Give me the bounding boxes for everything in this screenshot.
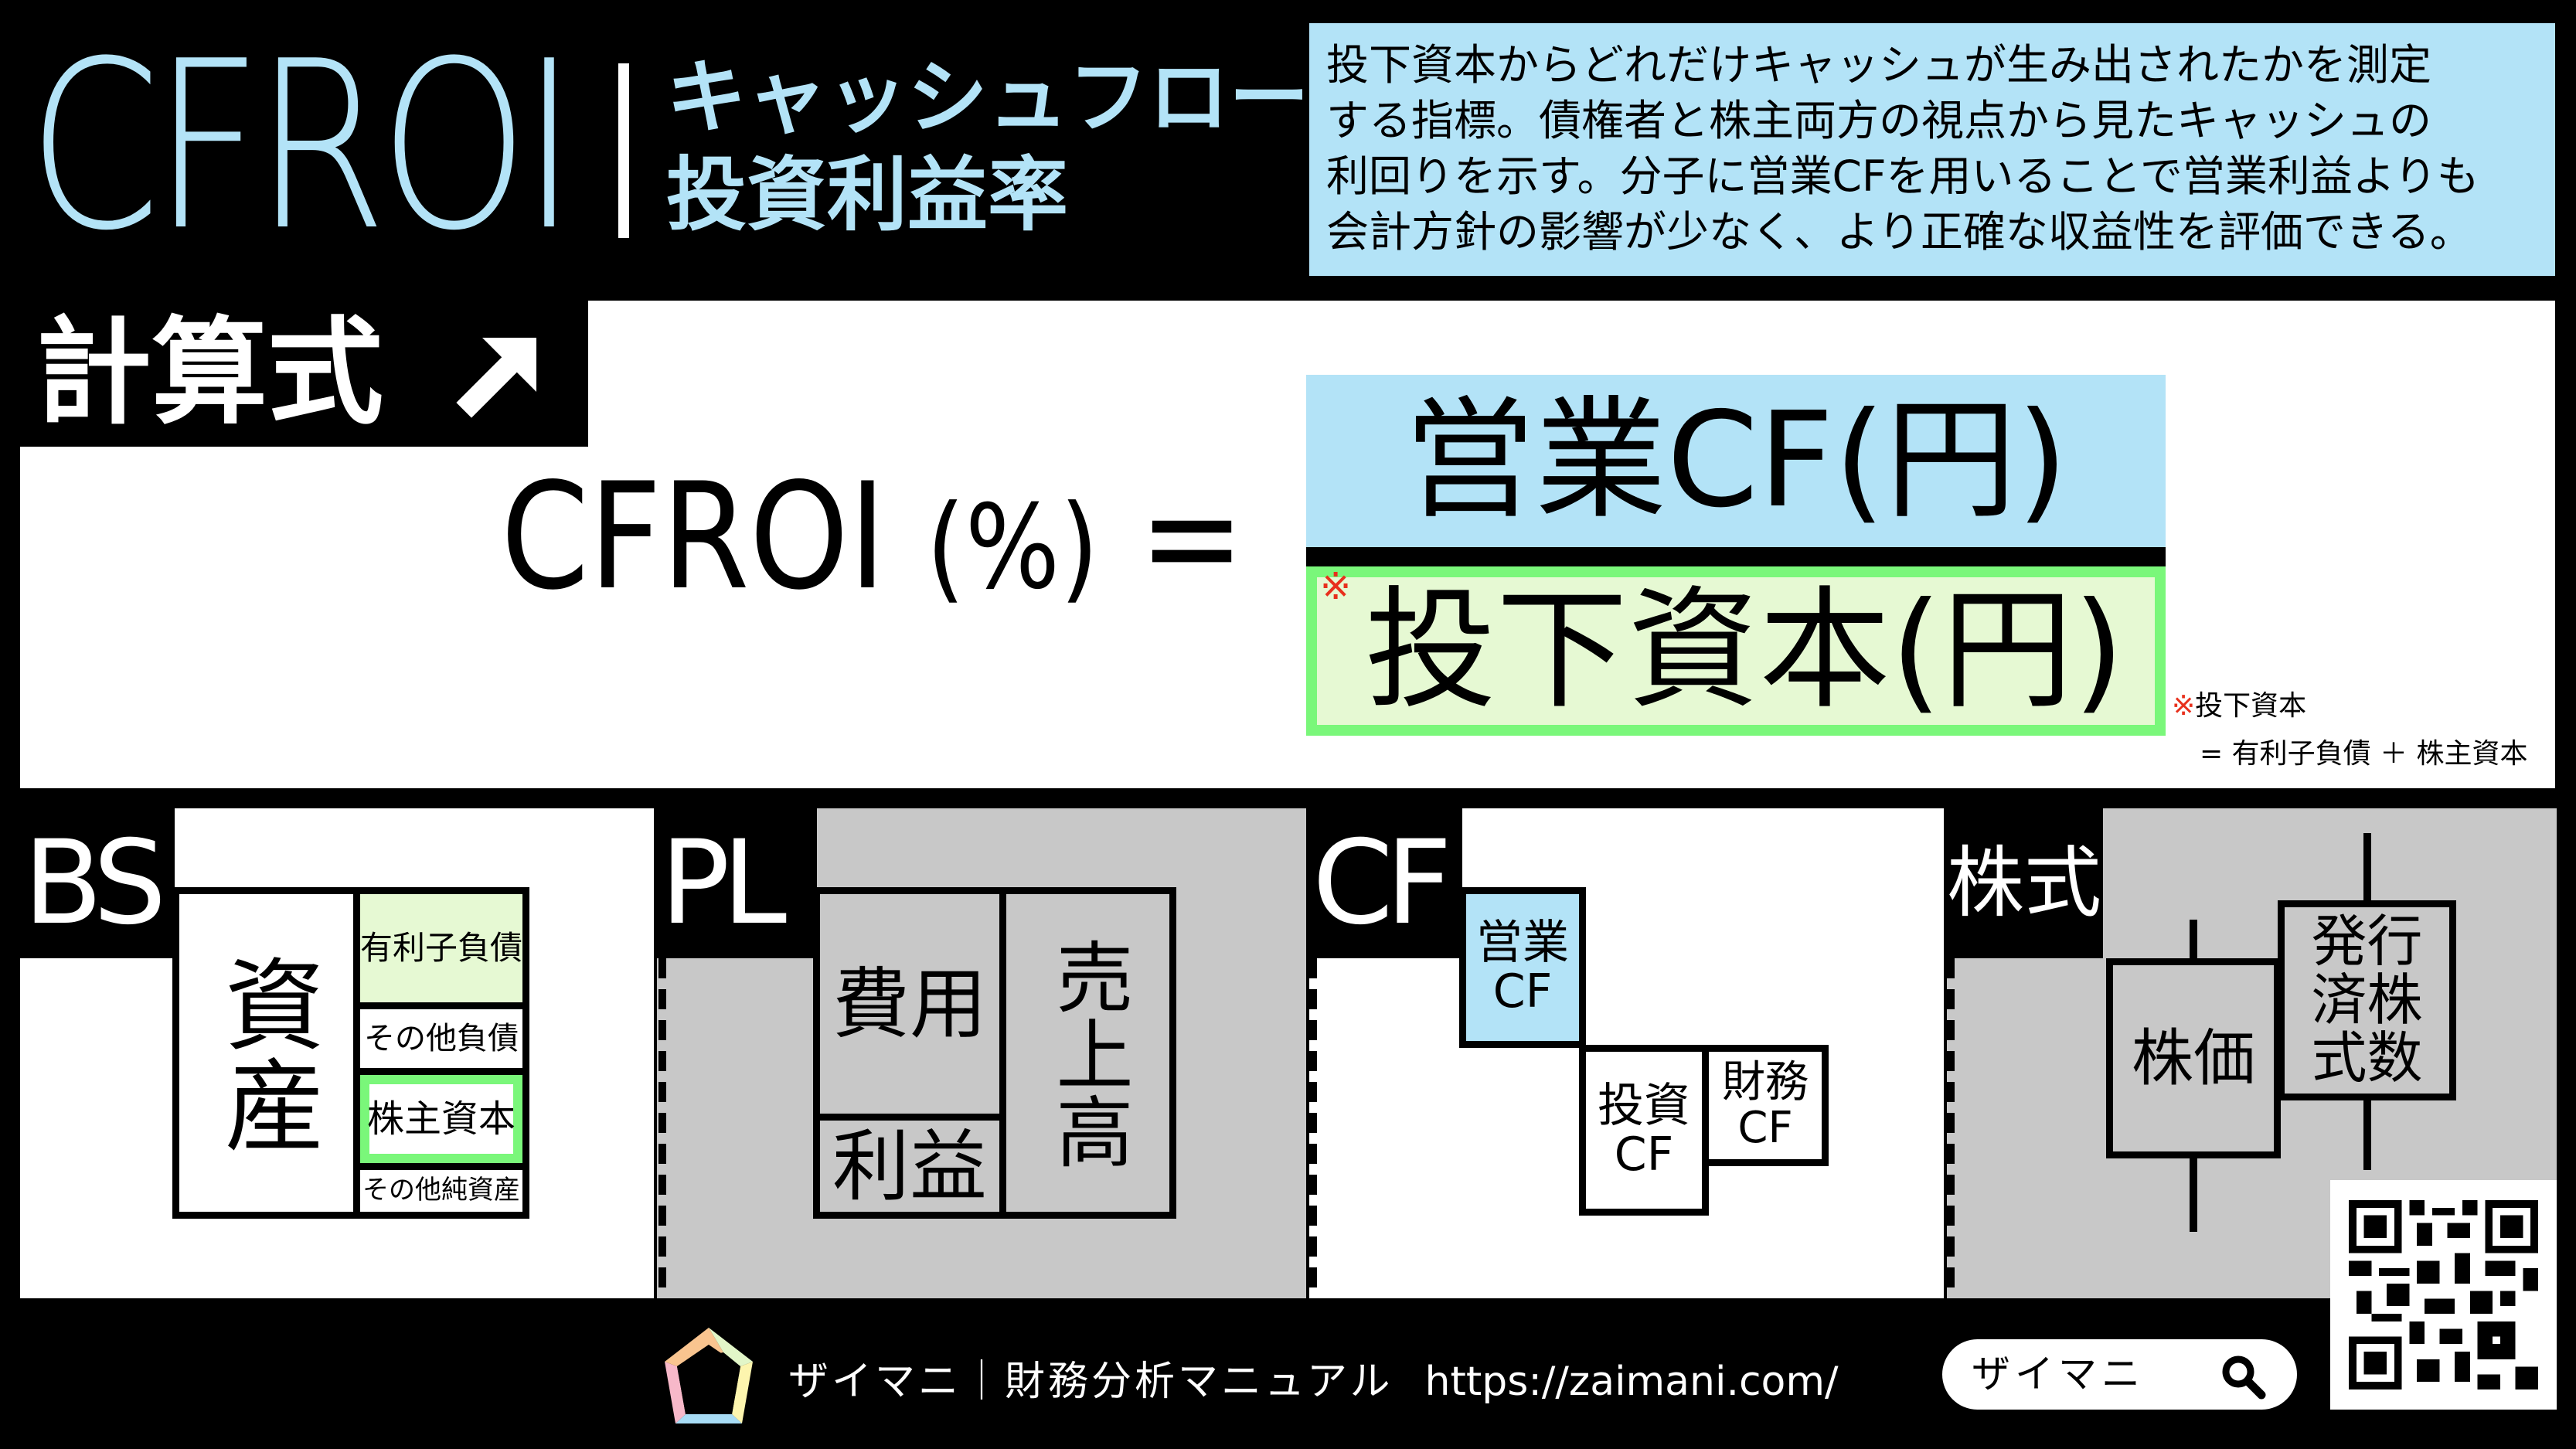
qr-code	[2330, 1180, 2557, 1410]
formula-section-label: 計算式	[20, 301, 588, 447]
search-text: ザイマニ	[1972, 1352, 2145, 1396]
description-line: する指標。債権者と株主両方の視点から見たキャッシュの	[1326, 96, 2432, 145]
pl-profit: 利益	[813, 1114, 1006, 1219]
pl-label: PL	[657, 808, 817, 958]
panel-divider	[1309, 958, 1317, 1298]
cf-financing: 財務CF	[1702, 1045, 1829, 1166]
note-mark: ※	[1320, 565, 1352, 608]
note-title-text: 投下資本	[2195, 690, 2307, 722]
cf-investing: 投資CF	[1579, 1045, 1709, 1216]
note-title: ※投下資本	[2172, 683, 2306, 723]
stock-price: 株価	[2106, 958, 2281, 1158]
cf-operating: 営業CF	[1459, 887, 1586, 1048]
footer-site-name: ザイマニ｜財務分析マニュアル	[788, 1359, 1393, 1405]
description-line: 会計方針の影響が少なく、より正確な収益性を評価できる。	[1326, 207, 2472, 257]
description-line: 投下資本からどれだけキャッシュが生み出されたかを測定	[1326, 40, 2432, 90]
denominator-text: 投下資本(円)	[1365, 574, 2125, 727]
formula-lhs: CFROI (%) =	[501, 464, 1244, 611]
formula-equals: =	[1138, 451, 1245, 622]
stock-label: 株式	[1944, 808, 2103, 958]
arrow-up-right-icon	[456, 337, 537, 418]
panel-divider	[1947, 958, 1955, 1298]
bs-label: BS	[20, 808, 175, 958]
formula-lhs-text: CFROI	[501, 451, 886, 622]
subtitle-line1: キャッシュフロー	[666, 50, 1310, 145]
qr-code-icon	[2349, 1200, 2538, 1389]
pl-sales: 売上高	[999, 887, 1176, 1219]
panel-divider	[658, 958, 666, 1298]
search-box[interactable]: ザイマニ	[1942, 1339, 2297, 1410]
search-icon[interactable]	[2220, 1353, 2266, 1400]
description-line: 利回りを示す。分子に営業CFを用いることで営業利益よりも	[1326, 151, 2479, 201]
page-title: CFROI	[28, 12, 577, 281]
description-box: 投下資本からどれだけキャッシュが生み出されたかを測定 する指標。債権者と株主両方…	[1309, 23, 2555, 276]
formula-numerator: 営業CF(円)	[1306, 375, 2166, 547]
note-mark: ※	[2172, 690, 2196, 722]
formula-unit: (%)	[926, 481, 1099, 615]
bs-other-liabilities: その他負債	[353, 1002, 529, 1075]
bs-shareholders-equity: 株主資本	[353, 1068, 529, 1170]
footer-url[interactable]: https://zaimani.com/	[1424, 1359, 1839, 1405]
formula-denominator: ※ 投下資本(円)	[1306, 566, 2166, 736]
zaimani-logo-icon	[665, 1328, 753, 1423]
stock-shares-outstanding: 発行済株式数	[2278, 900, 2456, 1100]
bs-assets: 資産	[172, 887, 360, 1219]
footer-brand: ザイマニ｜財務分析マニュアル https://zaimani.com/	[788, 1349, 1839, 1406]
section-label-text: 計算式	[36, 306, 384, 440]
fraction-line	[1306, 547, 2166, 566]
subtitle-line2: 投資利益率	[666, 148, 1069, 242]
cf-label: CF	[1309, 808, 1462, 958]
bs-interest-bearing-debt: 有利子負債	[353, 887, 529, 1009]
note-body: = 有利子負債 ＋ 株主資本	[2200, 738, 2528, 770]
bs-other-net-assets: その他純資産	[353, 1163, 529, 1219]
pl-cost: 費用	[813, 887, 1006, 1121]
title-divider	[618, 63, 629, 238]
